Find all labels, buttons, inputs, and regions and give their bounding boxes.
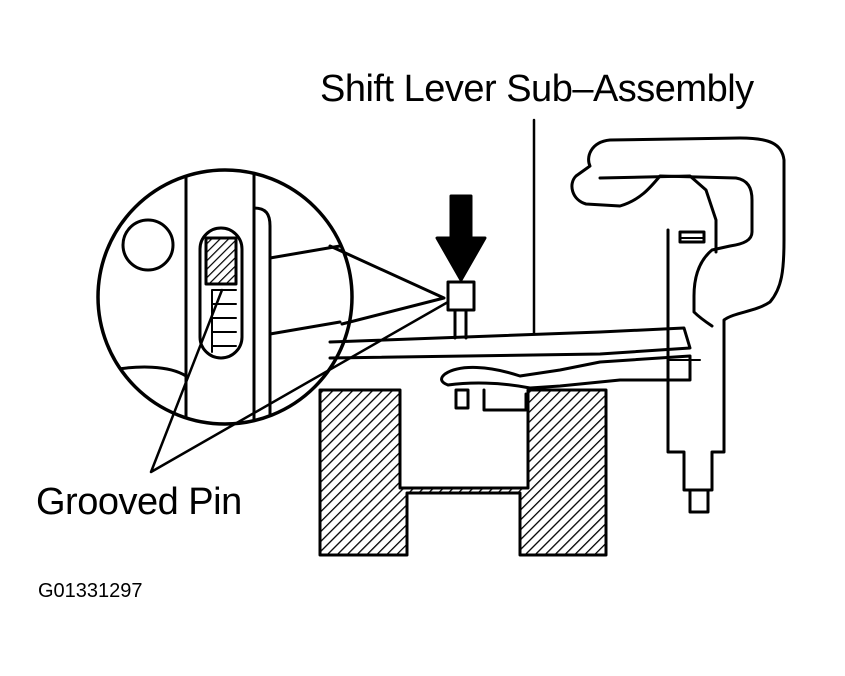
grooved-pin-head bbox=[446, 280, 476, 312]
magnifier-circle bbox=[96, 168, 354, 426]
shift-lever-arm bbox=[328, 326, 692, 360]
shift-lever-tab bbox=[482, 388, 528, 412]
magnified-pin-grooves bbox=[211, 289, 237, 353]
support-block bbox=[318, 388, 608, 557]
press-arrow bbox=[435, 194, 487, 282]
grooved-pin-leader bbox=[149, 288, 450, 474]
shift-lever-lower-finger bbox=[440, 354, 692, 390]
shift-fork-flange bbox=[598, 174, 718, 254]
figure-code: G01331297 bbox=[38, 580, 143, 602]
grooved-pin-tip bbox=[454, 388, 470, 410]
shift-fork-body bbox=[570, 136, 786, 492]
shift-lever-label: Shift Lever Sub–Assembly bbox=[320, 68, 754, 110]
magnified-pin-top bbox=[204, 236, 238, 286]
magnified-slot bbox=[198, 226, 244, 360]
magnified-hole bbox=[121, 218, 175, 272]
grooved-pin-label: Grooved Pin bbox=[36, 481, 242, 523]
callout-pointer bbox=[328, 244, 446, 326]
grooved-pin-shaft bbox=[453, 308, 468, 340]
fork-shaft-stub bbox=[688, 488, 710, 514]
